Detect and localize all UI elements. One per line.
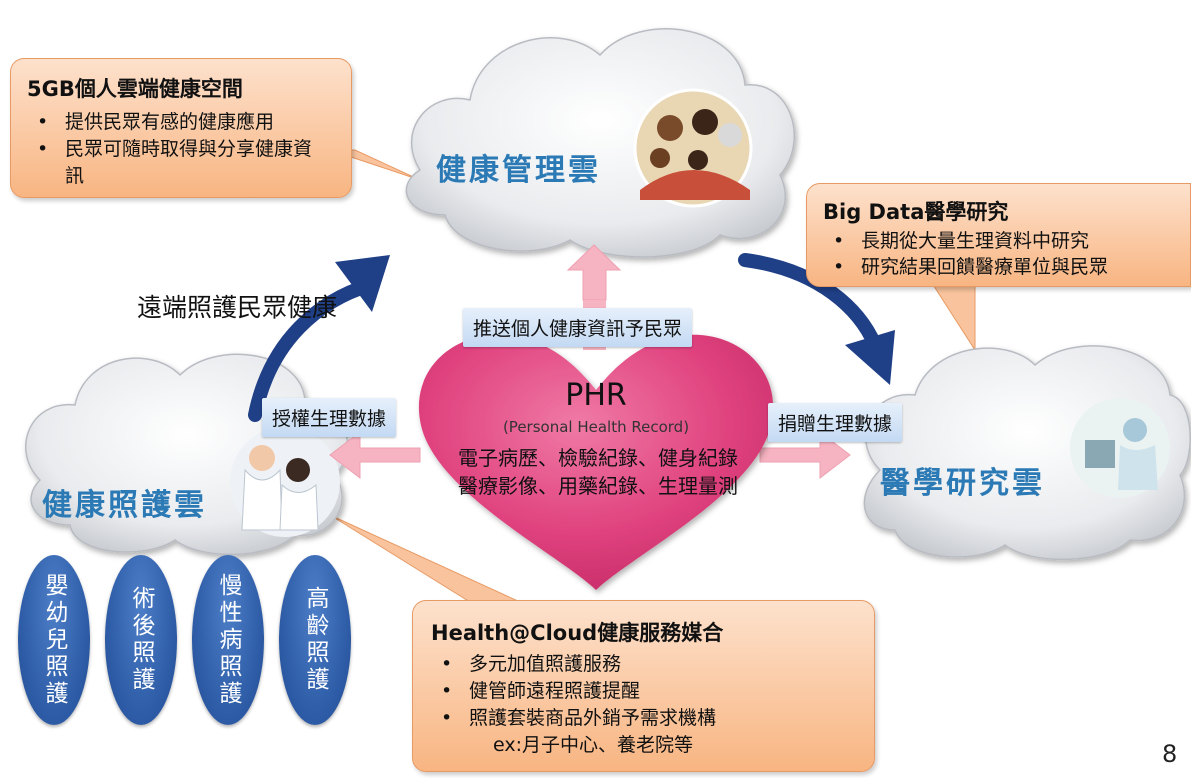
bigdata-callout-tail	[929, 279, 976, 352]
healthcloud-bullet: 照護套裝商品外銷予需求機構	[431, 705, 856, 732]
phr-line-1: 電子病歷、檢驗紀錄、健身紀錄	[458, 446, 738, 470]
donate-tag: 捐贈生理數據	[768, 403, 903, 442]
bigdata-bullet: 長期從大量生理資料中研究	[823, 228, 1174, 254]
phr-title: PHR	[565, 378, 627, 413]
care-service-chronic: 慢性病照護	[192, 555, 264, 725]
bigdata-callout-title: Big Data醫學研究	[823, 200, 1009, 224]
blue-arrows	[248, 253, 895, 422]
push-tag: 推送個人健康資訊予民眾	[463, 308, 693, 347]
healthcloud-callout-tail	[329, 514, 521, 603]
storage-bullet: 提供民眾有感的健康應用	[27, 109, 335, 136]
care-service-elderly: 高齡照護	[279, 555, 351, 725]
healthcloud-bullet: 多元加值照護服務	[431, 651, 856, 678]
care-service-postop: 術後照護	[105, 555, 177, 725]
care-cloud-label: 健康照護雲	[42, 488, 207, 523]
lab-photo	[1070, 398, 1170, 498]
bigdata-bullet: 研究結果回饋醫療單位與民眾	[823, 254, 1174, 280]
healthcloud-note: ex:月子中心、養老院等	[493, 734, 694, 756]
storage-callout-title: 5GB個人雲端健康空間	[27, 77, 243, 101]
storage-bullet: 民眾可隨時取得與分享健康資訊	[27, 136, 325, 190]
remote-care-label: 遠端照護民眾健康	[137, 293, 338, 322]
page-number: 8	[1162, 740, 1178, 768]
healthcloud-callout: Health@Cloud健康服務媒合 多元加值照護服務 健管師遠程照護提醒 照護…	[412, 600, 875, 772]
care-service-infant: 嬰幼兒照護	[18, 555, 90, 725]
storage-callout: 5GB個人雲端健康空間 提供民眾有感的健康應用 民眾可隨時取得與分享健康資訊	[10, 58, 352, 198]
phr-line-2: 醫療影像、用藥紀錄、生理量測	[458, 474, 738, 498]
pink-arrows	[329, 244, 851, 480]
research-cloud-label: 醫學研究雲	[880, 466, 1045, 501]
phr-subtitle: (Personal Health Record)	[502, 418, 690, 436]
family-photo	[633, 88, 753, 208]
doctors-photo	[230, 427, 340, 537]
bigdata-callout: Big Data醫學研究 長期從大量生理資料中研究 研究結果回饋醫療單位與民眾	[806, 183, 1191, 287]
authorize-tag: 授權生理數據	[262, 398, 397, 437]
healthcloud-bullet: 健管師遠程照護提醒	[431, 678, 856, 705]
management-cloud-label: 健康管理雲	[436, 153, 601, 188]
phr-heart	[418, 334, 774, 590]
healthcloud-callout-title: Health@Cloud健康服務媒合	[431, 621, 724, 645]
